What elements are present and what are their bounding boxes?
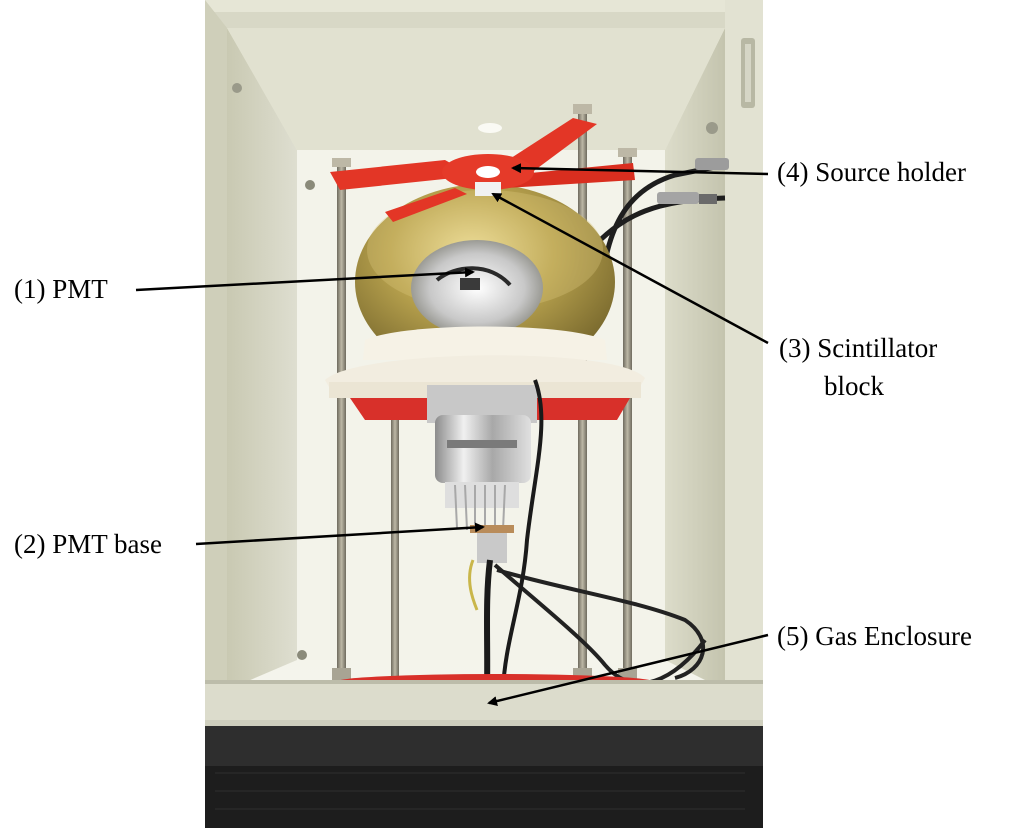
label-scintillator-line1: (3) Scintillator (779, 333, 938, 363)
source-holder-arrow (511, 163, 769, 176)
label-gas-enclosure: (5) Gas Enclosure (777, 621, 972, 651)
detector-photo (205, 0, 763, 828)
label-pmt-base: (2) PMT base (14, 529, 162, 559)
gas-enclosure-arrow (487, 633, 769, 706)
label-pmt: (1) PMT (14, 274, 108, 304)
pmt-arrow (135, 267, 475, 292)
pmt-base-arrow (195, 522, 485, 546)
label-source-holder: (4) Source holder (777, 157, 966, 187)
label-scintillator-line2: block (824, 371, 884, 401)
scintillator-arrow (491, 192, 769, 345)
